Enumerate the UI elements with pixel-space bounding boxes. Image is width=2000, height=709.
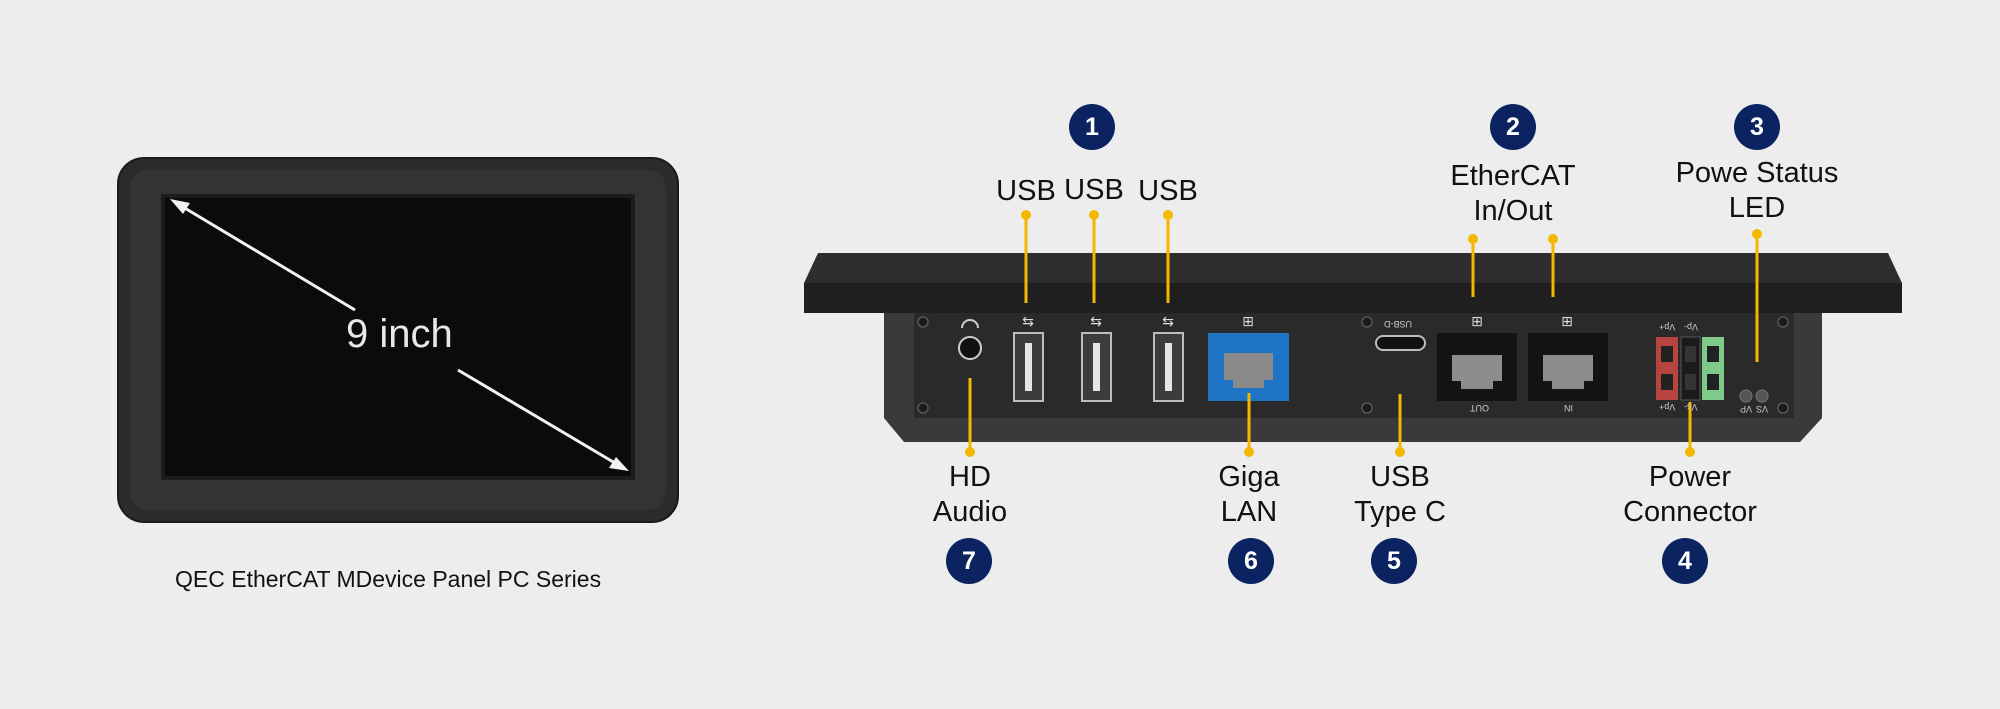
ethercat-in-socket [1543,355,1593,389]
usb-label-3: USB [1138,175,1198,207]
screw-icon [917,316,929,328]
power-marking-bottom-2: Vs- [1684,402,1698,412]
callout-lines [968,215,1759,452]
power-marking-bottom-1: Vp+ [1659,402,1676,412]
diagonal-arrowhead-upper [170,199,190,214]
power-marking-top-1: Vp- [1684,322,1699,332]
product-caption: QEC EtherCAT MDevice Panel PC Series [175,566,602,592]
usb-port-3: ⇆ [1153,314,1184,402]
callout-badge-4: 4 [1662,538,1708,584]
screw-icon [1361,402,1373,414]
housing-band [804,283,1902,313]
diagonal-arrow-lower [457,368,621,468]
callout-badge-2: 2 [1490,104,1536,150]
audio-jack [958,336,982,360]
ethercat-label-line-2: In/Out [1473,195,1553,227]
usb-c-label-line-2: Type C [1354,496,1446,528]
led-marking-vs: VS [1756,404,1769,414]
screen-size-label: 9 inch [346,312,453,356]
power-status-label-line-1: Powe Status [1675,157,1839,189]
usb-icon: ⇆ [1022,314,1034,330]
power-status-label-line-2: LED [1728,192,1786,224]
usb-c-marking: USB-D [1384,319,1413,329]
usb-port-1: ⇆ [1013,314,1044,402]
usb-label-2: USB [1064,174,1124,206]
usb-icon: ⇆ [1090,314,1102,330]
network-icon: ⊞ [1561,314,1573,330]
status-led-vs [1755,389,1769,403]
lan-port-socket [1224,353,1273,388]
led-marking-vp: VP [1740,404,1753,414]
usb-c-label-line-1: USB [1370,461,1430,493]
ethercat-label-line-1: EtherCAT [1450,160,1576,192]
callout-badge-6: 6 [1228,538,1274,584]
power-marking-top-2: Vp+ [1659,322,1676,332]
usb-icon: ⇆ [1162,314,1174,330]
screw-icon [1361,316,1373,328]
callout-badge-5: 5 [1371,538,1417,584]
callout-badge-1: 1 [1069,104,1115,150]
audio-label-line-2: Audio [932,496,1008,528]
diagonal-arrow-upper [177,202,356,312]
diagonal-arrowhead-lower [609,457,629,471]
ethercat-out-marking: OUT [1470,403,1489,413]
power-connector-label-line-1: Power [1648,461,1732,493]
lan-label-line-2: LAN [1220,496,1278,528]
screw-icon [917,402,929,414]
lan-label-line-1: Giga [1218,461,1280,493]
audio-label-line-1: HD [949,461,991,493]
status-led-vp [1739,389,1753,403]
power-connector-label-line-2: Connector [1623,496,1757,528]
io-plate [914,313,1794,418]
headphones-icon [961,319,979,329]
usb-port-2: ⇆ [1081,314,1112,402]
ethercat-out-socket [1452,355,1502,389]
screw-icon [1777,402,1789,414]
screw-icon [1777,316,1789,328]
ethercat-in-marking: IN [1564,403,1573,413]
usb-c-port [1375,335,1426,351]
network-icon: ⊞ [1242,314,1254,330]
usb-label-1: USB [996,175,1056,207]
housing-top [804,253,1902,283]
callout-badge-7: 7 [946,538,992,584]
callout-badge-3: 3 [1734,104,1780,150]
network-icon: ⊞ [1471,314,1483,330]
callout-dots [965,210,1762,457]
